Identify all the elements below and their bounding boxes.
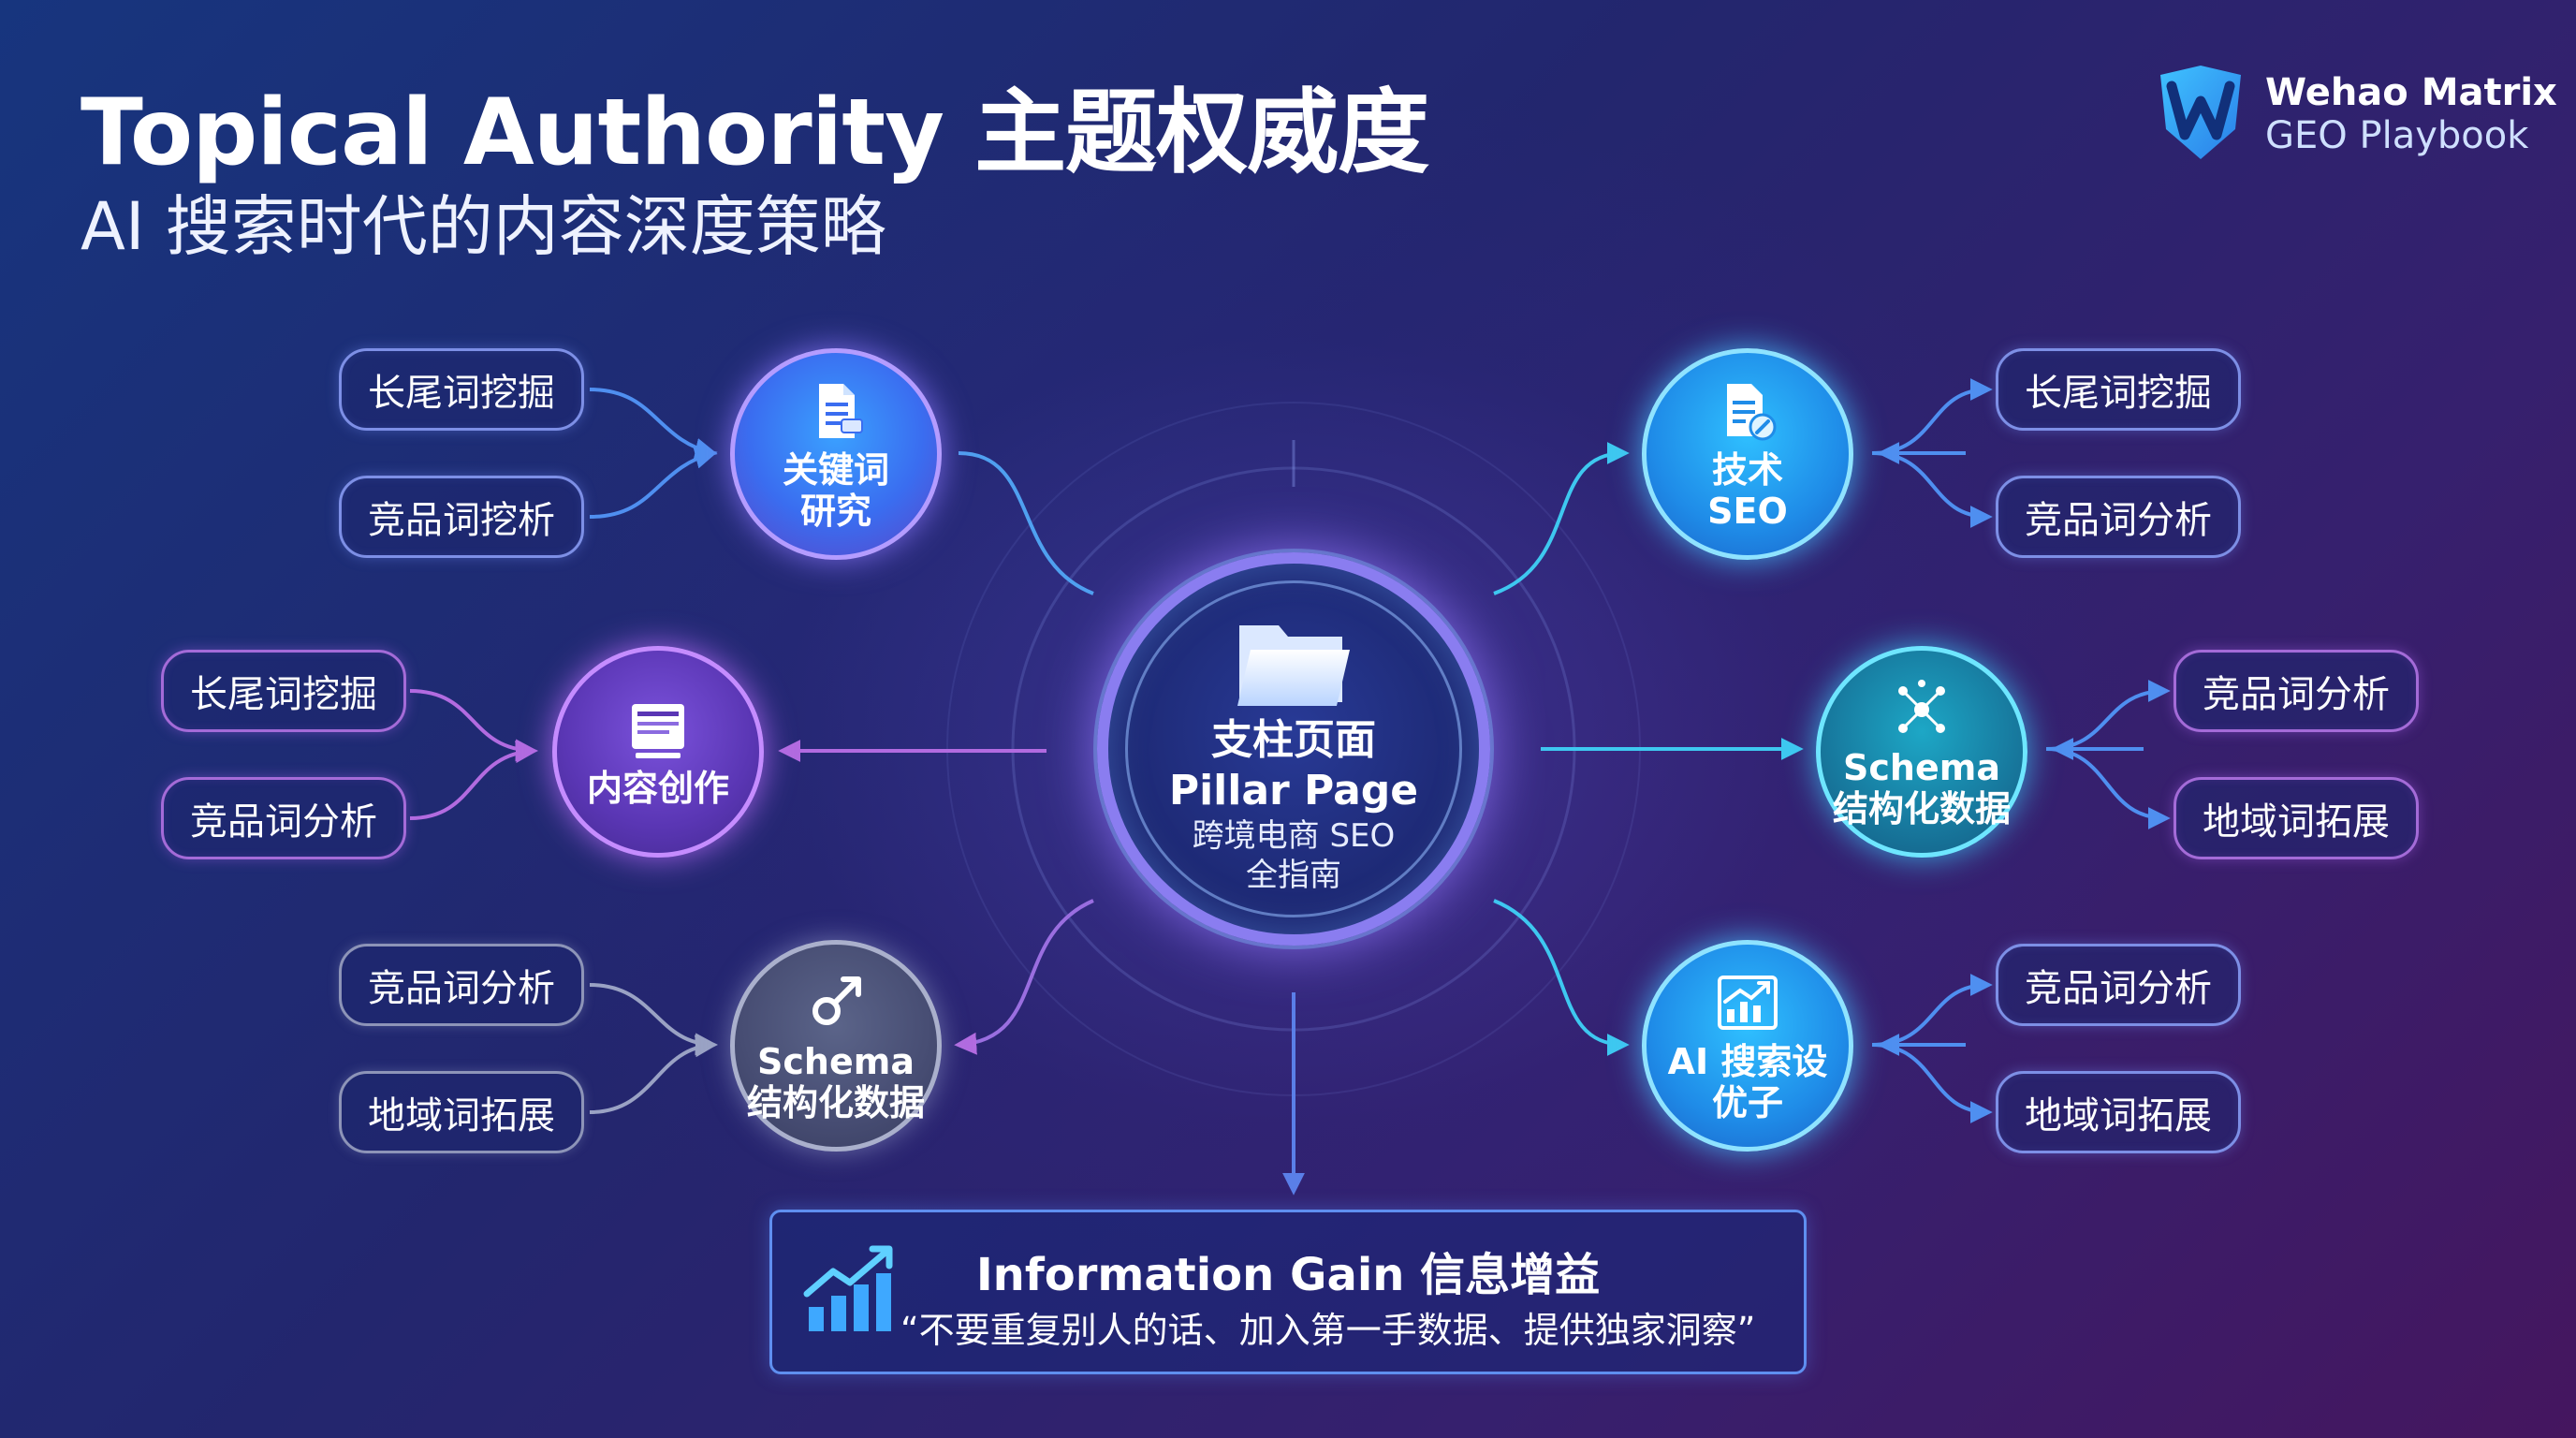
pill-ts-longtail: 长尾词挖掘 <box>1996 348 2241 431</box>
pillar-title-cn: 支柱页面 <box>1211 716 1376 764</box>
pillar-page-node: 支柱页面 Pillar Page 跨境电商 SEO 全指南 <box>1125 580 1462 917</box>
node-label-line2: 研究 <box>799 491 871 532</box>
node-label-line2: SEO <box>1707 491 1788 532</box>
information-gain-quote: “不要重复别人的话、加入第一手数据、提供独家洞察” <box>900 1310 1756 1351</box>
magnifier-arrow-icon <box>812 976 861 1025</box>
pill-sl-competitor: 竞品词分析 <box>339 944 584 1026</box>
folder-icon <box>1237 625 1350 706</box>
pill-kw-competitor: 竞品词挖析 <box>339 476 584 558</box>
node-label-line1: Schema <box>1843 747 2000 788</box>
node-label-line2: 结构化数据 <box>1832 788 2011 829</box>
pill-sl-regional: 地域词拓展 <box>339 1071 584 1153</box>
pill-cc-longtail: 长尾词挖掘 <box>161 650 406 732</box>
information-gain-title: Information Gain 信息增益 <box>975 1249 1601 1301</box>
node-label-line2: 结构化数据 <box>746 1082 925 1123</box>
node-schema-left: Schema 结构化数据 <box>730 940 942 1152</box>
node-tech-seo: 技术 SEO <box>1642 348 1853 560</box>
node-keyword-research: 关键词 研究 <box>730 348 942 560</box>
node-label-line1: Schema <box>757 1041 915 1082</box>
information-gain-box <box>769 1210 1807 1374</box>
page-title: Topical Authority 主题权威度 <box>80 80 1429 186</box>
growth-chart-icon <box>1718 976 1778 1030</box>
pill-sr-regional: 地域词拓展 <box>2174 777 2419 859</box>
node-label-line1: 内容创作 <box>586 768 729 809</box>
bar-growth-icon <box>803 1245 893 1331</box>
node-schema-right: Schema 结构化数据 <box>1816 646 2027 858</box>
brand-name: Wehao Matrix <box>2265 71 2557 114</box>
pillar-title-en: Pillar Page <box>1168 767 1419 814</box>
pill-ai-competitor: 竞品词分析 <box>1996 944 2241 1026</box>
node-ai-search: AI 搜索设 优子 <box>1642 940 1853 1152</box>
pillar-sub-line1: 跨境电商 SEO <box>1192 817 1396 855</box>
node-label-line1: AI 搜索设 <box>1667 1041 1828 1082</box>
pill-sr-competitor: 竞品词分析 <box>2174 650 2419 732</box>
page-subtitle: AI 搜索时代的内容深度策略 <box>80 188 886 265</box>
node-label-line1: 关键词 <box>782 449 889 491</box>
pill-kw-longtail: 长尾词挖掘 <box>339 348 584 431</box>
brand-subtitle: GEO Playbook <box>2265 114 2529 157</box>
node-label-line1: 技术 <box>1711 449 1783 491</box>
pill-ts-competitor: 竞品词分析 <box>1996 476 2241 558</box>
pillar-sub-line2: 全指南 <box>1246 857 1341 894</box>
node-label-line2: 优子 <box>1711 1082 1783 1123</box>
pill-cc-competitor: 竞品词分析 <box>161 777 406 859</box>
pill-ai-regional: 地域词拓展 <box>1996 1071 2241 1153</box>
document-pen-icon <box>1727 384 1777 441</box>
network-nodes-icon <box>1898 680 1945 733</box>
text-editor-icon <box>632 704 684 758</box>
document-icon <box>819 384 863 438</box>
w-shield-logo-icon <box>2160 66 2241 159</box>
node-content-creation: 内容创作 <box>552 646 764 858</box>
